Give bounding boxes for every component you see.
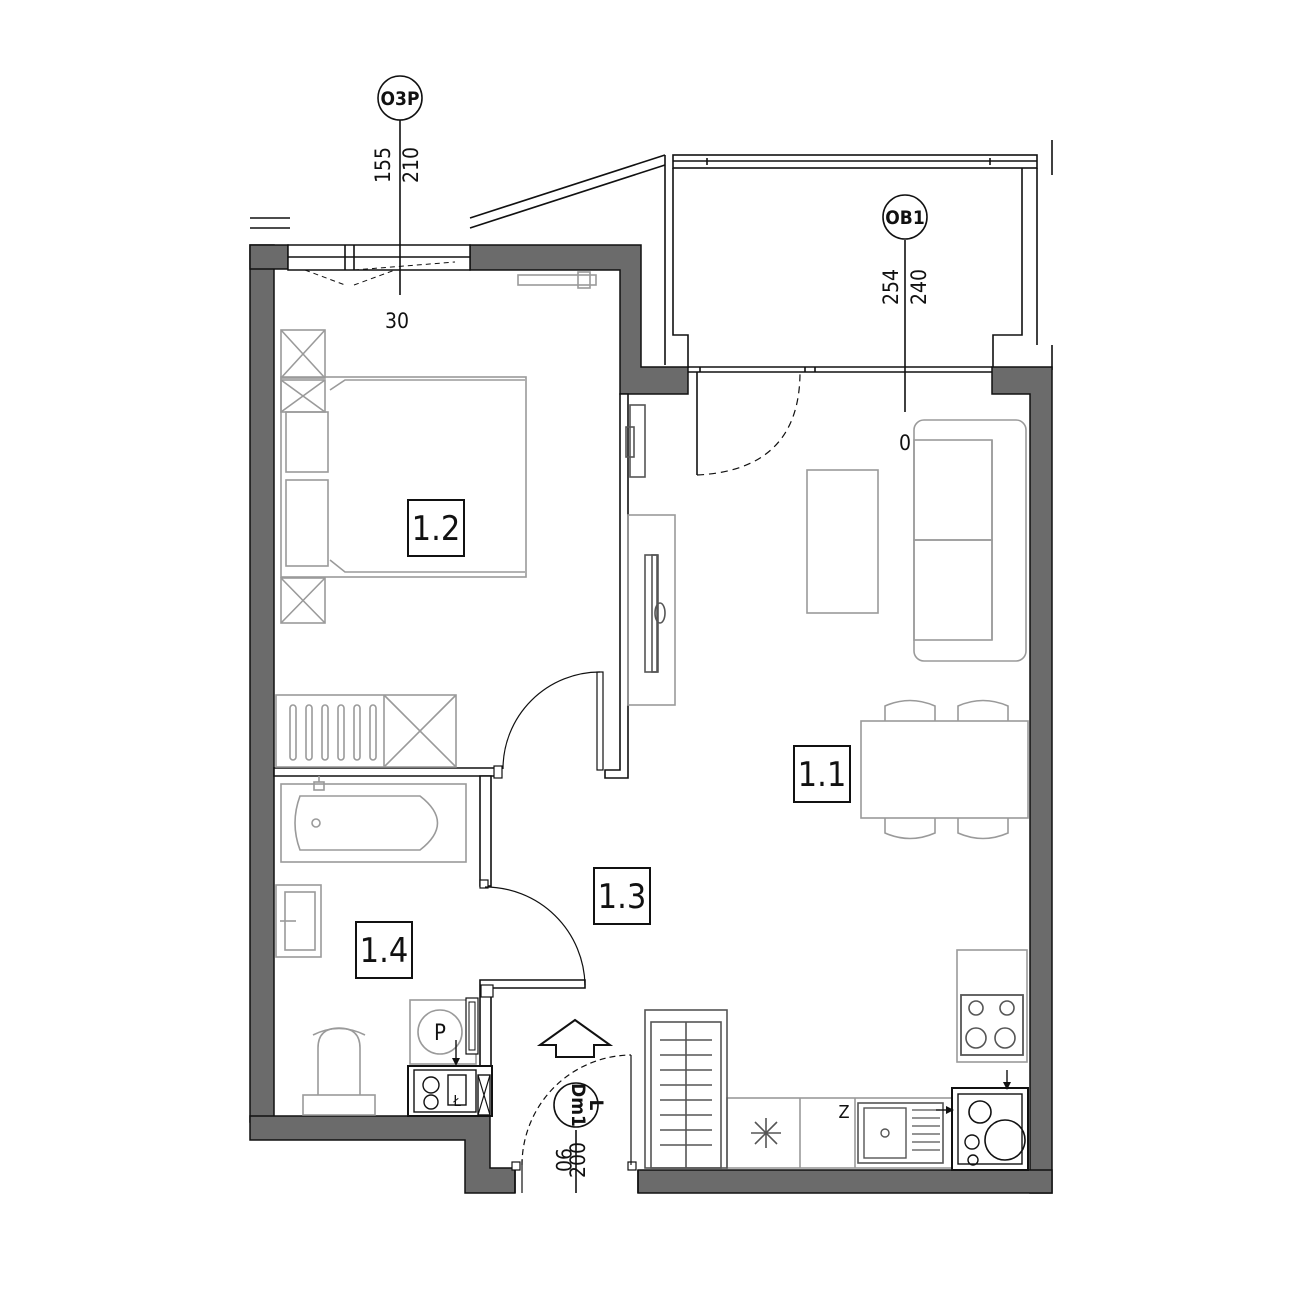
- balcony-door-sill: 0: [899, 431, 911, 455]
- bathtub: [280, 783, 467, 863]
- room-labels: 1.2 1.1 1.3 1.4: [355, 499, 851, 979]
- dryer-label: Ł: [452, 1092, 461, 1110]
- boiler: [951, 1087, 1029, 1171]
- sink-mark: Z: [838, 1102, 849, 1123]
- bedroom-door: [493, 671, 604, 779]
- living-furniture: Z: [625, 404, 1029, 1171]
- entry-door-dim-bottom: 200: [566, 1142, 590, 1178]
- entry-door-side: L: [585, 1100, 607, 1111]
- kitchen-sink: [857, 1102, 944, 1164]
- exterior-walls: [249, 244, 1053, 1194]
- bedroom-furniture: [275, 329, 527, 768]
- bathroom-fixtures: P Ł: [275, 776, 493, 1117]
- room-label-1-2: 1.2: [412, 509, 461, 549]
- toilet: [302, 1094, 376, 1116]
- cooktop: [960, 994, 1024, 1056]
- entrance-arrow-icon: [536, 1018, 614, 1058]
- room-label-1-1: 1.1: [798, 755, 847, 795]
- coffee-table: [806, 469, 879, 614]
- tv-cabinet: [627, 514, 676, 706]
- entry-door-dim-top: 90: [551, 1148, 575, 1172]
- wall-top-left: [249, 244, 289, 270]
- washer-label: P: [434, 1021, 446, 1046]
- balcony-door-dim-top: 254: [879, 269, 903, 305]
- wall-right: [991, 366, 1053, 1194]
- wall-left: [249, 244, 275, 1123]
- dining-table: [860, 720, 1029, 819]
- room-label-1-3: 1.3: [598, 877, 647, 917]
- kitchen-counter-right: [956, 949, 1028, 1063]
- wall-bottom-right: [637, 1169, 1053, 1194]
- window-dim-bottom: 210: [399, 147, 423, 183]
- wall-bottom-left: [249, 1115, 516, 1194]
- washbasin: [275, 884, 322, 958]
- dresser: [275, 694, 457, 768]
- bathroom-door: [479, 879, 586, 998]
- window-sill: 30: [385, 309, 409, 333]
- balcony: [250, 140, 1053, 370]
- window-tag: O3P: [381, 88, 420, 110]
- entry-door-dm1: Dm1 L 90 200: [511, 1054, 639, 1193]
- bed: [280, 376, 527, 578]
- radiator: [517, 271, 597, 289]
- entry-door-tag: Dm1: [567, 1083, 589, 1127]
- room-label-1-4: 1.4: [360, 931, 409, 971]
- balcony-door-ob1: OB1 254 240 0: [688, 194, 992, 476]
- wall-top-right: [469, 244, 689, 395]
- window-o3p: O3P 155 210 30: [287, 75, 471, 333]
- balcony-door-tag: OB1: [885, 207, 924, 229]
- window-dim-top: 155: [371, 147, 395, 183]
- balcony-door-dim-bottom: 240: [907, 269, 931, 305]
